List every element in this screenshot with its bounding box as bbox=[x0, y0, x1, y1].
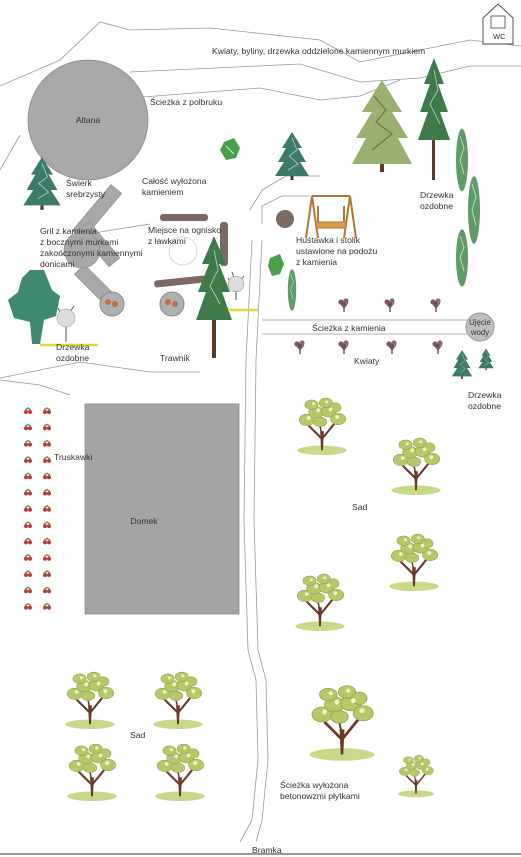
strawberry-plant bbox=[42, 554, 52, 562]
pine-center bbox=[196, 236, 232, 358]
bare-tree-left bbox=[56, 305, 76, 342]
strawberry-plant bbox=[23, 488, 33, 497]
label-sciezka-polbruk: Ścieżka z polbruku bbox=[150, 96, 222, 107]
label-calosc-2: kamieniem bbox=[142, 187, 184, 197]
strawberry-plant bbox=[42, 472, 52, 480]
label-domek: Domek bbox=[130, 516, 158, 526]
label-wc: WC bbox=[493, 32, 506, 41]
strawberry-plant bbox=[23, 423, 33, 431]
strawberry-plant bbox=[23, 472, 33, 480]
cypress-3 bbox=[455, 228, 469, 288]
bare-tree-center bbox=[227, 271, 245, 300]
label-trawnik: Trawnik bbox=[160, 353, 190, 363]
pine-large bbox=[352, 80, 412, 172]
pine-tall-right bbox=[418, 58, 450, 180]
strawberries bbox=[23, 407, 52, 611]
spruce-center bbox=[274, 131, 310, 181]
label-calosc-1: Całość wyłożona bbox=[142, 176, 207, 186]
benches bbox=[154, 214, 228, 288]
label-ognisko-2: z ławkami bbox=[148, 236, 186, 246]
label-bramka: Bramka bbox=[252, 845, 282, 855]
strawberry-plant bbox=[23, 586, 33, 594]
altana bbox=[27, 59, 149, 181]
strawberry-plant bbox=[23, 407, 33, 415]
label-truskawki: Truskawki bbox=[54, 452, 92, 462]
strawberry-plant bbox=[23, 456, 33, 464]
strawberry-plant bbox=[42, 423, 52, 431]
wc-building bbox=[482, 3, 514, 45]
label-kwiaty-top: Kwiaty, byliny, drzewka oddzielone kamie… bbox=[212, 46, 425, 56]
label-sciezka-beton-1: Ścieżka wyłożona bbox=[280, 779, 349, 790]
label-drzewka-l-1: Drzewka bbox=[56, 342, 90, 352]
label-sciezka-beton-2: betonowzmi płytkami bbox=[280, 791, 360, 801]
label-swierk-2: srebrzysty bbox=[66, 189, 106, 199]
strawberry-plant bbox=[23, 554, 33, 562]
strawberry-plant bbox=[23, 570, 33, 578]
strawberry-plant bbox=[23, 505, 33, 513]
shrub-green-mid bbox=[268, 254, 284, 276]
label-hustawka-3: z kamienia bbox=[296, 257, 337, 267]
label-swierk-1: Świerk bbox=[66, 177, 92, 188]
cypress-4 bbox=[287, 268, 297, 312]
label-ognisko-1: Miejsce na ognisko bbox=[148, 225, 221, 235]
label-drzewka-br-1: Drzewka bbox=[468, 390, 502, 400]
water-intake bbox=[465, 312, 495, 342]
strawberry-plant bbox=[42, 407, 52, 415]
strawberry-plant bbox=[42, 602, 52, 611]
label-grill-3: zakończonymi kamiennymi bbox=[40, 248, 143, 258]
label-hustawka-1: Huśtawka i stolik bbox=[296, 235, 361, 245]
orchard-right bbox=[294, 397, 442, 799]
label-drzewka-r-1: Drzewka bbox=[420, 190, 454, 200]
label-altana: Altana bbox=[76, 115, 101, 125]
strawberry-plant bbox=[23, 521, 33, 529]
strawberry-plant bbox=[42, 537, 52, 546]
label-drzewka-br-2: ozdobne bbox=[468, 401, 501, 411]
strawberry-plant bbox=[42, 521, 52, 529]
table-stump bbox=[276, 210, 294, 228]
label-sciezka-kamienia: Ścieżka z kamienia bbox=[312, 322, 386, 333]
spruce-right-2 bbox=[478, 348, 494, 371]
label-grill-4: donicami bbox=[40, 259, 74, 269]
tree-ornamental-left bbox=[8, 270, 60, 344]
domek-building bbox=[84, 403, 240, 615]
strawberry-plant bbox=[42, 456, 52, 464]
strawberry-plant bbox=[23, 439, 33, 448]
label-ujecie-2: wody bbox=[470, 328, 489, 337]
label-drzewka-r-2: ozdobne bbox=[420, 201, 453, 211]
fire-pit bbox=[168, 236, 198, 266]
strawberry-plant bbox=[42, 439, 52, 448]
cypress-2 bbox=[467, 175, 481, 245]
spruce-right-1 bbox=[451, 349, 473, 380]
strawberry-plant bbox=[23, 602, 33, 611]
label-grill-1: Gril z kamienia bbox=[40, 226, 97, 236]
strawberry-plant bbox=[42, 570, 52, 578]
strawberry-plant bbox=[42, 505, 52, 513]
swing bbox=[305, 195, 357, 239]
label-kwiaty: Kwiaty bbox=[354, 356, 380, 366]
strawberry-plant bbox=[23, 537, 33, 546]
shrub-green-top bbox=[220, 138, 240, 160]
strawberry-plant bbox=[42, 586, 52, 594]
label-drzewka-l-2: ozdobne bbox=[56, 353, 89, 363]
label-hustawka-2: ustawione na podożu bbox=[296, 246, 377, 256]
strawberry-plant bbox=[42, 488, 52, 497]
label-grill-2: z bocznymi murkami bbox=[40, 237, 118, 247]
label-ujecie-1: Ujęcie bbox=[469, 318, 491, 327]
paths bbox=[0, 21, 521, 843]
label-sad-left: Sad bbox=[130, 730, 146, 740]
labels: Kwiaty, byliny, drzewka oddzielone kamie… bbox=[40, 32, 506, 855]
label-sad-right: Sad bbox=[352, 502, 368, 512]
cypress-1 bbox=[455, 128, 469, 192]
